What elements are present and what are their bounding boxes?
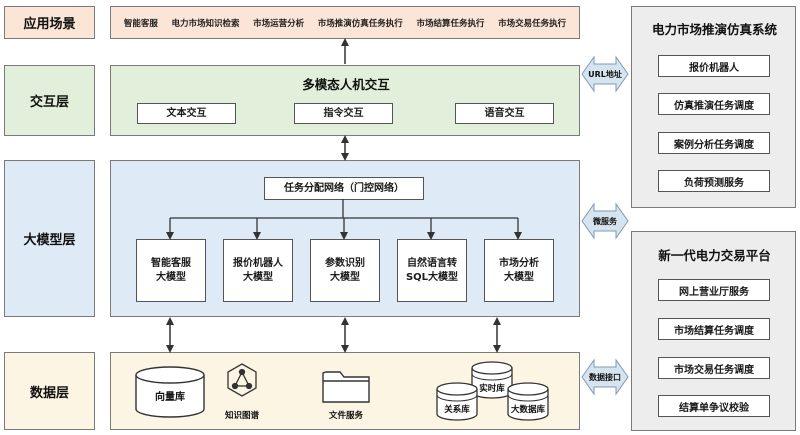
relational-db-label: 关系库	[444, 405, 470, 415]
app-scenario-item: 市场推演仿真任务执行	[317, 18, 403, 29]
voice-interaction-box: 语音交互	[455, 103, 554, 124]
bigdata-db-icon	[507, 382, 549, 421]
app-scenario-item: 智能客服	[123, 18, 158, 29]
trading-platform-panel: 新一代电力交易平台 网上营业厅服务 市场结算任务调度 市场交易任务调度 结算单争…	[631, 231, 796, 431]
sim-system-title: 电力市场推演仿真系统	[651, 22, 777, 37]
gating-network-box: 任务分配网络（门控网络）	[264, 177, 424, 200]
microservice-connector-label: 微服务	[593, 216, 617, 226]
microservice-connector-arrow	[581, 202, 629, 240]
layer-label-data: 数据层	[4, 352, 95, 430]
trading-item-online-hall: 网上营业厅服务	[658, 279, 770, 301]
sim-system-panel: 电力市场推演仿真系统 报价机器人 仿真推演任务调度 案例分析任务调度 负荷预测服…	[631, 6, 796, 208]
layer-label-model: 大模型层	[4, 160, 95, 317]
trading-item-settlement-scheduling: 市场结算任务调度	[658, 318, 770, 340]
nl-to-sql-model: 自然语言转 SQL大模型	[397, 239, 467, 302]
data-interface-connector-arrow	[581, 358, 629, 396]
layer-label-interaction: 交互层	[4, 65, 95, 136]
realtime-db-icon	[471, 361, 513, 399]
interaction-layer-panel: 多模态人机交互 文本交互 指令交互 语音交互	[110, 65, 580, 136]
parameter-identification-model: 参数识别 大模型	[310, 239, 380, 302]
market-analysis-model: 市场分析 大模型	[484, 239, 554, 302]
sim-item-simulation-scheduling: 仿真推演任务调度	[658, 93, 770, 115]
realtime-db-label: 实时库	[479, 384, 505, 394]
bigdata-db-label: 大数据库	[510, 405, 545, 415]
relational-db-icon	[436, 382, 478, 421]
text-interaction-box: 文本交互	[137, 103, 236, 124]
sim-item-bidding-robot: 报价机器人	[658, 55, 770, 77]
bidding-robot-model: 报价机器人 大模型	[223, 239, 293, 302]
vector-db-icon	[135, 366, 205, 418]
layer-label-app: 应用场景	[4, 6, 95, 39]
trading-item-dispute-check: 结算单争议校验	[658, 395, 770, 417]
sim-item-case-analysis-scheduling: 案例分析任务调度	[658, 132, 770, 154]
folder-icon	[322, 371, 370, 403]
sim-item-load-forecast: 负荷预测服务	[658, 170, 770, 192]
app-scenario-item: 市场结算任务执行	[416, 18, 485, 29]
data-interface-connector-label: 数据接口	[589, 372, 621, 382]
app-scenario-item: 市场交易任务执行	[498, 18, 567, 29]
command-interaction-box: 指令交互	[294, 103, 393, 124]
app-scenario-item: 电力市场知识检索	[171, 18, 240, 29]
app-scenario-bar: 智能客服 电力市场知识检索 市场运营分析 市场推演仿真任务执行 市场结算任务执行 市场交易…	[110, 6, 580, 39]
interaction-title: 多模态人机交互	[302, 77, 390, 92]
knowledge-graph-icon	[227, 363, 257, 397]
vector-db-label: 向量库	[155, 392, 185, 403]
trading-item-trading-scheduling: 市场交易任务调度	[658, 357, 770, 379]
url-connector-arrow	[581, 55, 629, 93]
knowledge-graph-label: 知识图谱	[224, 411, 259, 421]
file-service-label: 文件服务	[328, 411, 363, 421]
url-connector-label: URL地址	[588, 69, 622, 79]
customer-service-model: 智能客服 大模型	[136, 239, 206, 302]
trading-platform-title: 新一代电力交易平台	[658, 248, 771, 263]
app-scenario-item: 市场运营分析	[253, 18, 305, 29]
